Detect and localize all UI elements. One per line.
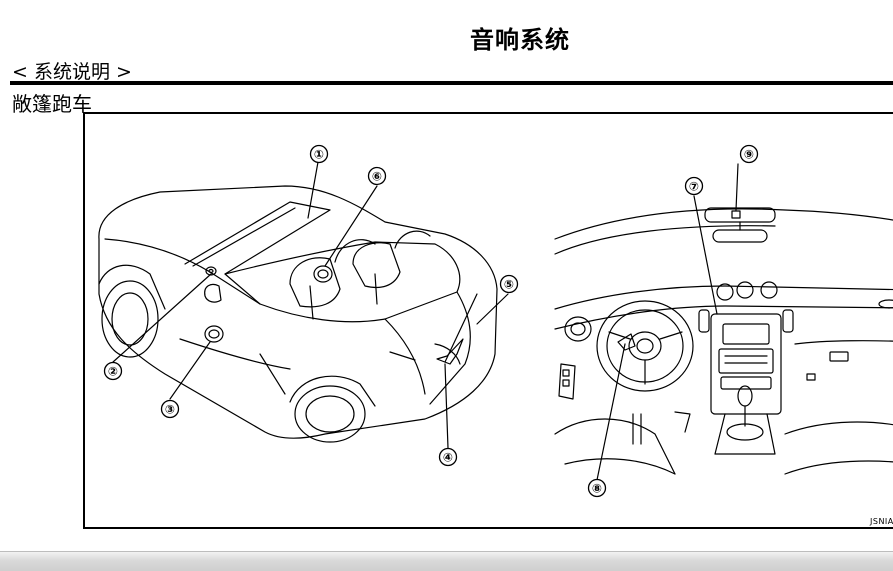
leader-lines-car bbox=[112, 161, 509, 449]
callout-4: ④ bbox=[443, 451, 453, 465]
callout-1: ① bbox=[314, 148, 324, 162]
dashboard-illustration bbox=[554, 207, 893, 475]
component-location-figure: ① ② ③ ④ ⑤ ⑥ ⑦ ⑧ ⑨ JSNIA bbox=[83, 112, 893, 529]
callout-5: ⑤ bbox=[504, 278, 514, 292]
footer-bar bbox=[0, 551, 893, 571]
leader-lines-dashboard bbox=[596, 163, 739, 481]
callout-9: ⑨ bbox=[744, 148, 754, 162]
callout-6: ⑥ bbox=[372, 170, 382, 184]
convertible-car-illustration bbox=[98, 185, 498, 443]
figure-code: JSNIA bbox=[870, 517, 893, 526]
section-heading: < 系统说明 > bbox=[12, 61, 132, 83]
heading-rule bbox=[10, 81, 893, 85]
body-style-label: 敞篷跑车 bbox=[12, 92, 92, 116]
figure-drawing: ① ② ③ ④ ⑤ ⑥ ⑦ ⑧ ⑨ bbox=[98, 144, 893, 498]
callout-8: ⑧ bbox=[592, 482, 602, 496]
page-title: 音响系统 bbox=[470, 26, 570, 54]
callout-2: ② bbox=[108, 365, 118, 379]
callout-3: ③ bbox=[165, 403, 175, 417]
callout-7: ⑦ bbox=[689, 180, 699, 194]
speaker-markers bbox=[204, 265, 478, 365]
